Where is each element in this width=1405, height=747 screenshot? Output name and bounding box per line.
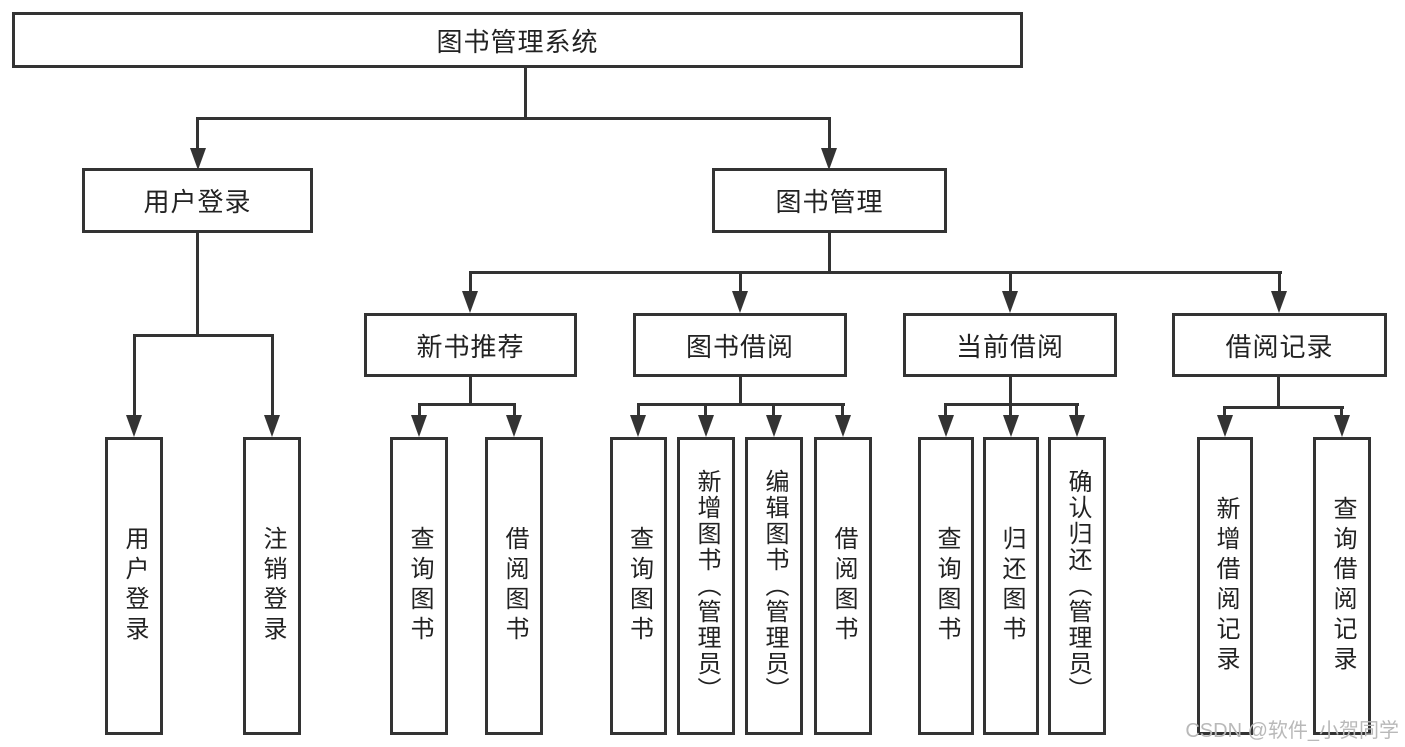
connector-line bbox=[133, 334, 136, 417]
connector-line bbox=[418, 403, 516, 406]
leaf-logout: 注销登录 bbox=[243, 437, 301, 735]
leaf-add-borrow-record: 新增借阅记录 bbox=[1197, 437, 1253, 735]
connector-line bbox=[1223, 406, 1344, 409]
arrowhead-icon bbox=[1069, 415, 1085, 437]
arrowhead-icon bbox=[630, 415, 646, 437]
arrowhead-icon bbox=[411, 415, 427, 437]
connector-line bbox=[469, 271, 472, 293]
node-user-login: 用户登录 bbox=[82, 168, 313, 233]
connector-line bbox=[1223, 406, 1226, 417]
connector-line bbox=[524, 68, 527, 119]
arrowhead-icon bbox=[126, 415, 142, 437]
connector-line bbox=[1075, 403, 1078, 417]
arrowhead-icon bbox=[732, 291, 748, 313]
arrowhead-icon bbox=[462, 291, 478, 313]
arrowhead-icon bbox=[506, 415, 522, 437]
connector-line bbox=[739, 271, 742, 293]
leaf-edit-book-admin: 编辑图书（管理员） bbox=[745, 437, 803, 735]
leaf-return-book: 归还图书 bbox=[983, 437, 1039, 735]
connector-line bbox=[828, 117, 831, 150]
connector-line bbox=[133, 334, 274, 337]
connector-line bbox=[704, 403, 707, 417]
connector-line bbox=[739, 377, 742, 405]
arrowhead-icon bbox=[190, 148, 206, 170]
arrowhead-icon bbox=[766, 415, 782, 437]
leaf-add-book-admin: 新增图书（管理员） bbox=[677, 437, 735, 735]
leaf-borrow-books-recommend: 借阅图书 bbox=[485, 437, 543, 735]
connector-line bbox=[513, 403, 516, 417]
connector-line bbox=[196, 117, 830, 120]
leaf-query-books-borrow: 查询图书 bbox=[610, 437, 667, 735]
connector-line bbox=[828, 233, 831, 273]
connector-line bbox=[418, 403, 421, 417]
arrowhead-icon bbox=[938, 415, 954, 437]
connector-line bbox=[772, 403, 775, 417]
leaf-user-login: 用户登录 bbox=[105, 437, 163, 735]
node-book-borrow: 图书借阅 bbox=[633, 313, 847, 377]
csdn-watermark: CSDN @软件_小贺同学 bbox=[1185, 720, 1399, 742]
connector-line bbox=[944, 403, 947, 417]
arrowhead-icon bbox=[1334, 415, 1350, 437]
connector-line bbox=[1009, 403, 1012, 417]
connector-line bbox=[637, 403, 845, 406]
arrowhead-icon bbox=[1002, 291, 1018, 313]
arrowhead-icon bbox=[264, 415, 280, 437]
connector-line bbox=[1277, 377, 1280, 408]
connector-line bbox=[469, 271, 1282, 274]
leaf-query-borrow-record: 查询借阅记录 bbox=[1313, 437, 1371, 735]
leaf-query-books-current: 查询图书 bbox=[918, 437, 974, 735]
arrowhead-icon bbox=[821, 148, 837, 170]
arrowhead-icon bbox=[1271, 291, 1287, 313]
node-current-borrow: 当前借阅 bbox=[903, 313, 1117, 377]
leaf-confirm-return-admin: 确认归还（管理员） bbox=[1048, 437, 1106, 735]
connector-line bbox=[196, 117, 199, 150]
connector-line bbox=[196, 233, 199, 336]
leaf-query-books-recommend: 查询图书 bbox=[390, 437, 448, 735]
arrowhead-icon bbox=[1217, 415, 1233, 437]
arrowhead-icon bbox=[1003, 415, 1019, 437]
node-book-management: 图书管理 bbox=[712, 168, 947, 233]
connector-line bbox=[1009, 271, 1012, 293]
node-new-book-recommend: 新书推荐 bbox=[364, 313, 577, 377]
connector-line bbox=[1340, 406, 1343, 417]
connector-line bbox=[469, 377, 472, 405]
arrowhead-icon bbox=[835, 415, 851, 437]
node-borrow-records: 借阅记录 bbox=[1172, 313, 1387, 377]
leaf-borrow-books: 借阅图书 bbox=[814, 437, 872, 735]
connector-line bbox=[1278, 271, 1281, 293]
node-library-management-system: 图书管理系统 bbox=[12, 12, 1023, 68]
arrowhead-icon bbox=[698, 415, 714, 437]
connector-line bbox=[841, 403, 844, 417]
connector-line bbox=[1009, 377, 1012, 405]
connector-line bbox=[637, 403, 640, 417]
connector-line bbox=[271, 334, 274, 417]
